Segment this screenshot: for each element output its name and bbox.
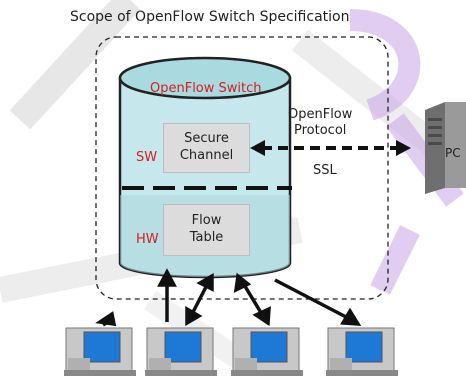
switch-name-label: OpenFlow Switch	[150, 81, 262, 96]
diagram-title: Scope of OpenFlow Switch Specification	[70, 9, 350, 25]
server-icon	[425, 102, 466, 194]
host-links	[95, 268, 362, 327]
ssl-label: SSL	[313, 163, 337, 178]
secure-channel-box: Secure Channel	[163, 123, 250, 173]
openflow-protocol-label: OpenFlow Protocol	[288, 107, 353, 139]
scope-boundary	[95, 36, 389, 300]
secure-channel-label: Secure Channel	[179, 131, 234, 163]
computer-icon	[145, 327, 217, 376]
computer-icon	[64, 327, 136, 376]
flow-table-label: Flow Table	[189, 213, 224, 245]
hw-label: HW	[136, 232, 159, 247]
computer-icon	[231, 327, 303, 376]
computer-icon	[326, 327, 398, 376]
flow-table-box: Flow Table	[163, 204, 250, 256]
sw-label: SW	[136, 150, 158, 165]
pc-label: PC	[445, 146, 461, 160]
ssl-arrow	[250, 140, 411, 156]
